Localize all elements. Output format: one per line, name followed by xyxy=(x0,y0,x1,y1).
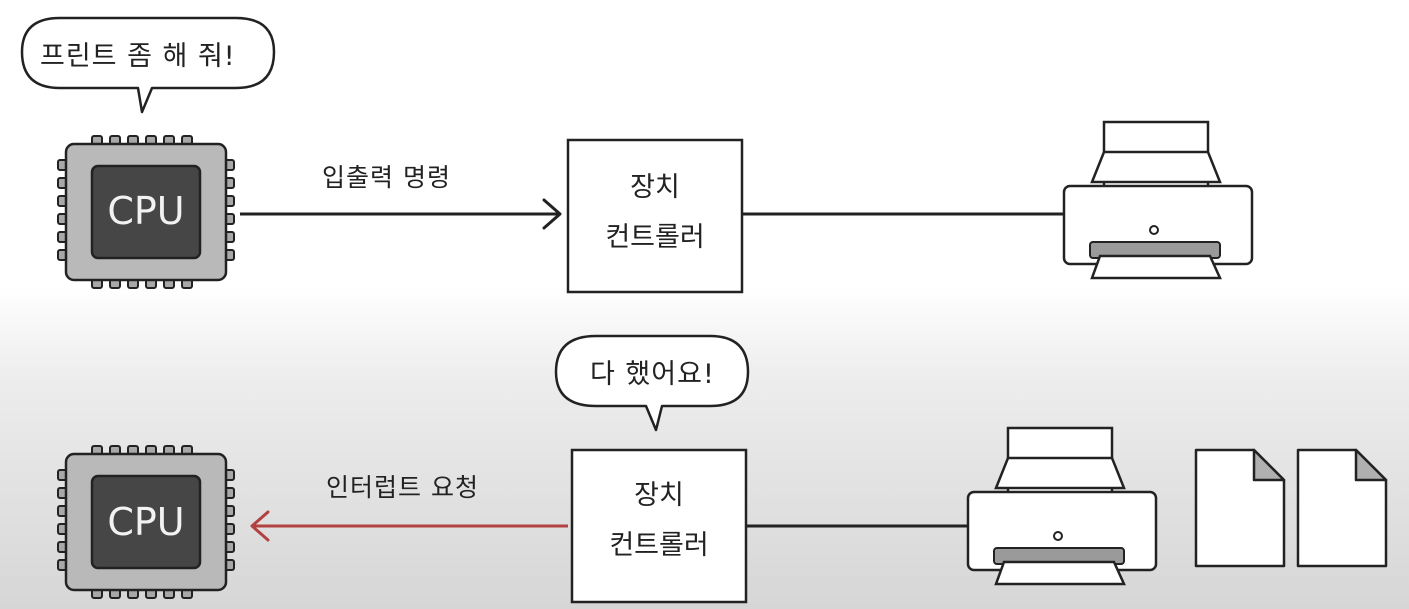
bottom-printer xyxy=(966,426,1158,586)
bottom-controller-box xyxy=(570,448,748,604)
bottom-cpu-label: CPU xyxy=(107,500,185,544)
top-speech-text: 프린트 좀 해 줘! xyxy=(40,41,236,72)
command-arrow xyxy=(240,198,562,230)
interrupt-label: 인터럽트 요청 xyxy=(326,473,479,502)
bottom-controller-label-line1: 장치 xyxy=(634,480,684,511)
interrupt-arrow xyxy=(250,510,568,542)
top-printer xyxy=(1062,120,1254,280)
command-label: 입출력 명령 xyxy=(322,163,451,192)
printed-document-1 xyxy=(1194,448,1286,568)
top-controller-label-line2: 컨트롤러 xyxy=(605,222,705,253)
top-speech-bubble xyxy=(20,16,276,114)
bottom-speech-bubble xyxy=(554,334,750,432)
bottom-speech-text: 다 했어요! xyxy=(590,359,715,390)
bottom-controller-label-line2: 컨트롤러 xyxy=(609,530,709,561)
top-cpu-label: CPU xyxy=(107,189,185,233)
printed-document-2 xyxy=(1296,448,1388,568)
top-controller-box xyxy=(566,138,744,294)
top-controller-label-line1: 장치 xyxy=(630,172,680,203)
